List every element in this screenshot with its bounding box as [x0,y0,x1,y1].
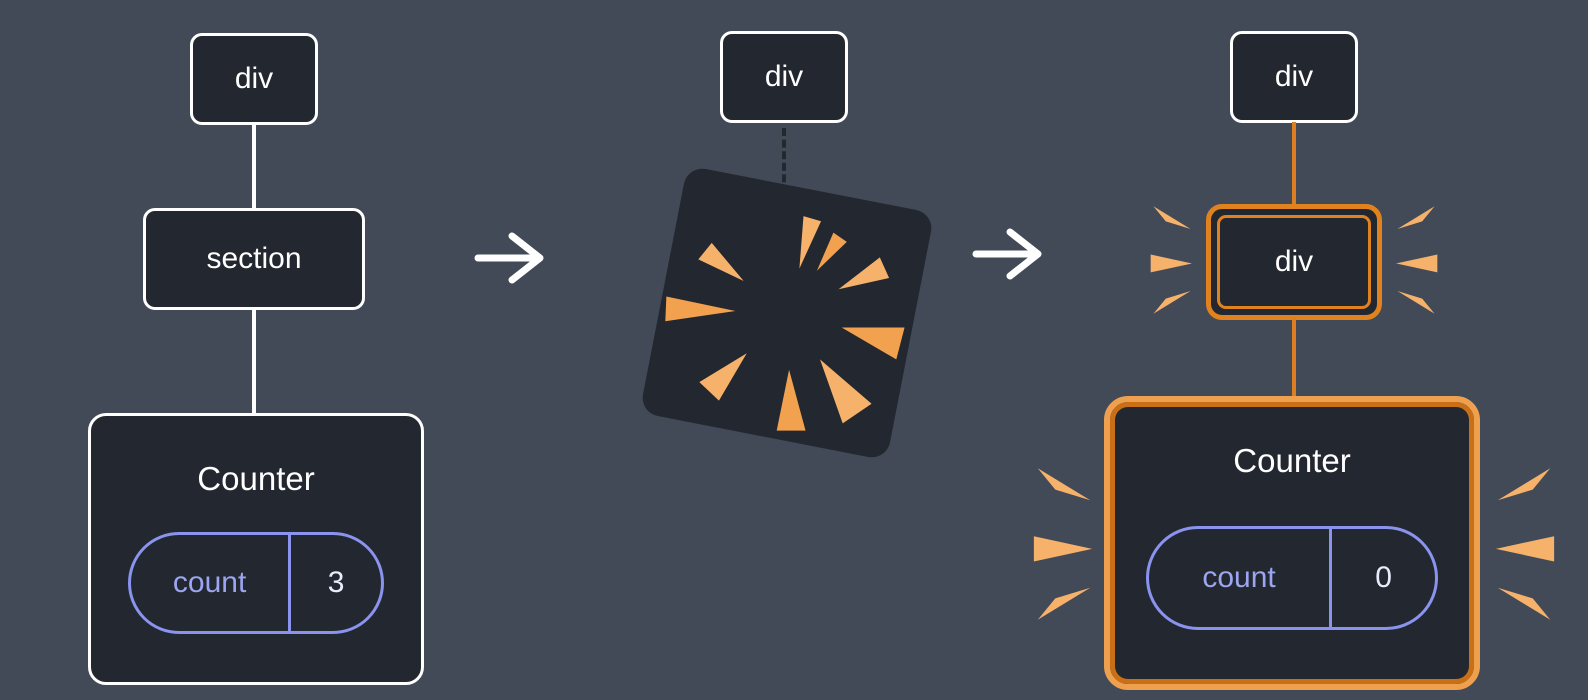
tree-edge-new [1292,122,1296,205]
sparkle-burst-icon [1033,468,1093,620]
tree-node-div-new-highlight: div [1206,204,1382,320]
sparkle-burst-icon [1396,206,1438,314]
tree-node-div-root-before: div [190,33,318,125]
sparkle-burst-icon [1495,468,1555,620]
tree-node-div-root-after: div [1230,31,1358,123]
sparkle-burst-icon [1150,206,1192,314]
tree-node-div-new: div [1217,215,1371,309]
poof-explosion-icon [642,168,932,458]
state-pill: count 0 [1146,526,1438,630]
component-name: Counter [197,460,315,497]
tree-edge-new [1292,318,1296,397]
tree-edge [252,309,256,414]
component-card-counter-before: Counter count 3 [88,413,424,685]
state-value: 3 [327,566,345,599]
tree-node-section: section [143,208,365,310]
state-key: count [131,535,292,631]
state-value: 0 [1375,561,1392,594]
tree-edge [252,124,256,209]
state-pill: count 3 [128,532,384,634]
tree-node-div-root-poof: div [720,31,848,123]
dashed-edge-deleted [782,128,786,194]
component-card-counter-after: Counter count 0 [1104,396,1480,690]
arrow-right-icon [972,228,1042,280]
arrow-right-icon [474,232,544,284]
component-name: Counter [1233,442,1351,479]
state-key: count [1149,529,1333,627]
